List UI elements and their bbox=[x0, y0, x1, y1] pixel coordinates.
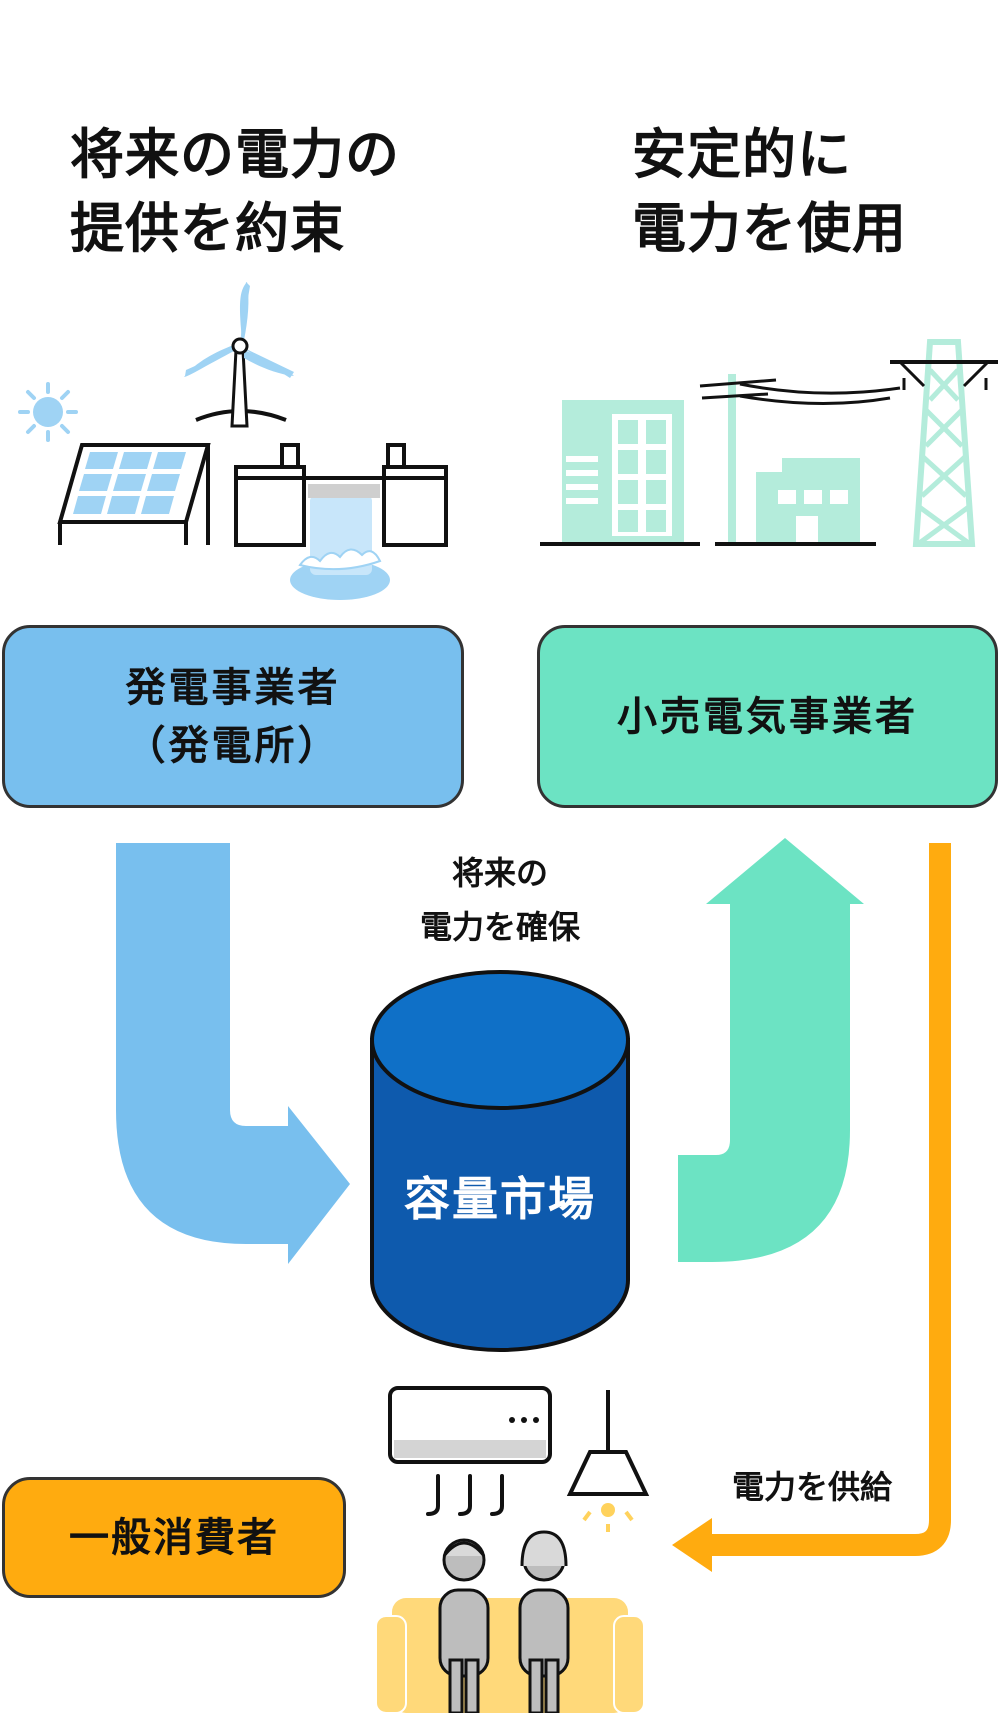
wind-turbine-icon bbox=[184, 282, 294, 428]
heading-left-line-2: 提供を約束 bbox=[70, 197, 345, 260]
retailer-box: 小売電気事業者 bbox=[537, 625, 998, 808]
retailer-label: 小売電気事業者 bbox=[617, 693, 918, 740]
office-building-icon bbox=[540, 400, 700, 546]
heading-stable-power-use: 安定的に 電力を使用 bbox=[632, 118, 907, 266]
solar-panel-icon bbox=[57, 443, 211, 545]
flow-label-secure-line-2: 電力を確保 bbox=[419, 908, 580, 946]
heading-right-line-1: 安定的に bbox=[632, 123, 852, 186]
flow-label-secure-future-power: 将来の 電力を確保 bbox=[400, 846, 600, 954]
heading-left-line-1: 将来の電力の bbox=[70, 123, 400, 186]
sun-icon bbox=[18, 382, 78, 442]
capacity-market-label: 容量市場 bbox=[404, 1172, 596, 1226]
consumer-box: 一般消費者 bbox=[2, 1477, 346, 1598]
arrow-generator-to-market bbox=[116, 843, 350, 1264]
generator-label: 発電事業者 bbox=[125, 664, 341, 711]
heading-promise-future-power: 将来の電力の 提供を約束 bbox=[70, 118, 400, 266]
generator-sublabel: （発電所） bbox=[125, 722, 341, 769]
heading-right-line-2: 電力を使用 bbox=[632, 197, 907, 260]
arrow-market-to-retailer bbox=[678, 838, 864, 1262]
flow-label-supply-line-1: 電力を供給 bbox=[731, 1468, 892, 1506]
ceiling-lamp-icon bbox=[566, 1390, 650, 1532]
arrow-retailer-to-consumer bbox=[672, 843, 951, 1572]
capacity-market-cylinder bbox=[370, 970, 630, 1352]
factory-icon bbox=[744, 458, 876, 546]
family-on-sofa-icon bbox=[375, 1530, 645, 1713]
flow-label-supply-power: 電力を供給 bbox=[712, 1460, 912, 1514]
air-conditioner-icon bbox=[388, 1386, 552, 1516]
dam-icon bbox=[234, 443, 448, 600]
consumer-label: 一般消費者 bbox=[69, 1514, 279, 1561]
transmission-tower-icon bbox=[890, 339, 998, 547]
generator-box: 発電事業者 （発電所） bbox=[2, 625, 464, 808]
flow-label-secure-line-1: 将来の bbox=[451, 854, 548, 892]
